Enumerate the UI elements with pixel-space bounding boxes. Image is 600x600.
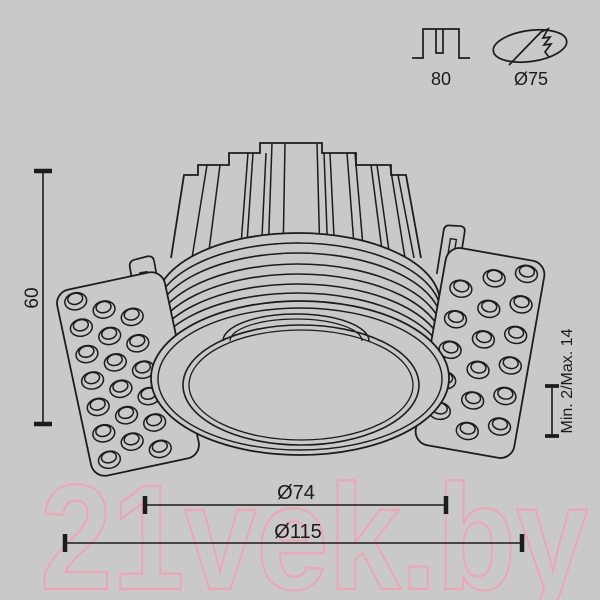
dimension-height: 60 — [22, 168, 52, 427]
watermark-text: 21vek.by — [40, 453, 588, 600]
heatsink-silhouette-fill — [171, 143, 421, 258]
dimension-outer-diameter: Ø115 — [62, 521, 525, 552]
cutout-tear-mark — [508, 27, 553, 66]
fixture-drawing — [56, 142, 546, 477]
recess-depth-icon: 80 — [412, 28, 470, 89]
reflector-arc-outer — [222, 313, 370, 342]
visible-depth-dim-label: Min. 2/Max. 14 — [559, 328, 576, 433]
dimension-visible-depth: Min. 2/Max. 14 — [545, 328, 576, 438]
trim-outer-inner-line — [157, 307, 443, 451]
height-dim-label: 60 — [22, 287, 43, 308]
recess-profile-outline — [412, 28, 470, 59]
cutout-hole-label: Ø75 — [514, 69, 548, 89]
dimension-inner-diameter: Ø74 — [142, 482, 449, 514]
outer-diameter-dim-label: Ø115 — [274, 521, 321, 543]
trim-inner-second-line — [188, 329, 414, 441]
inner-diameter-dim-label: Ø74 — [277, 482, 315, 504]
trim-inner-edge — [182, 324, 420, 446]
trim-ring — [150, 300, 450, 456]
inner-diameter-dim-ticks — [142, 496, 449, 514]
reflector-arc-inner — [229, 318, 363, 342]
height-dim-ticks — [34, 168, 52, 427]
cutout-hole-icon: Ø75 — [492, 27, 568, 89]
trim-outer-edge — [150, 300, 450, 456]
recess-profile-slot — [435, 29, 444, 54]
cutout-ellipse — [492, 28, 568, 64]
recess-depth-label: 80 — [431, 69, 451, 89]
outer-diameter-dim-ticks — [62, 534, 525, 552]
visible-depth-dim-ticks — [545, 384, 559, 438]
